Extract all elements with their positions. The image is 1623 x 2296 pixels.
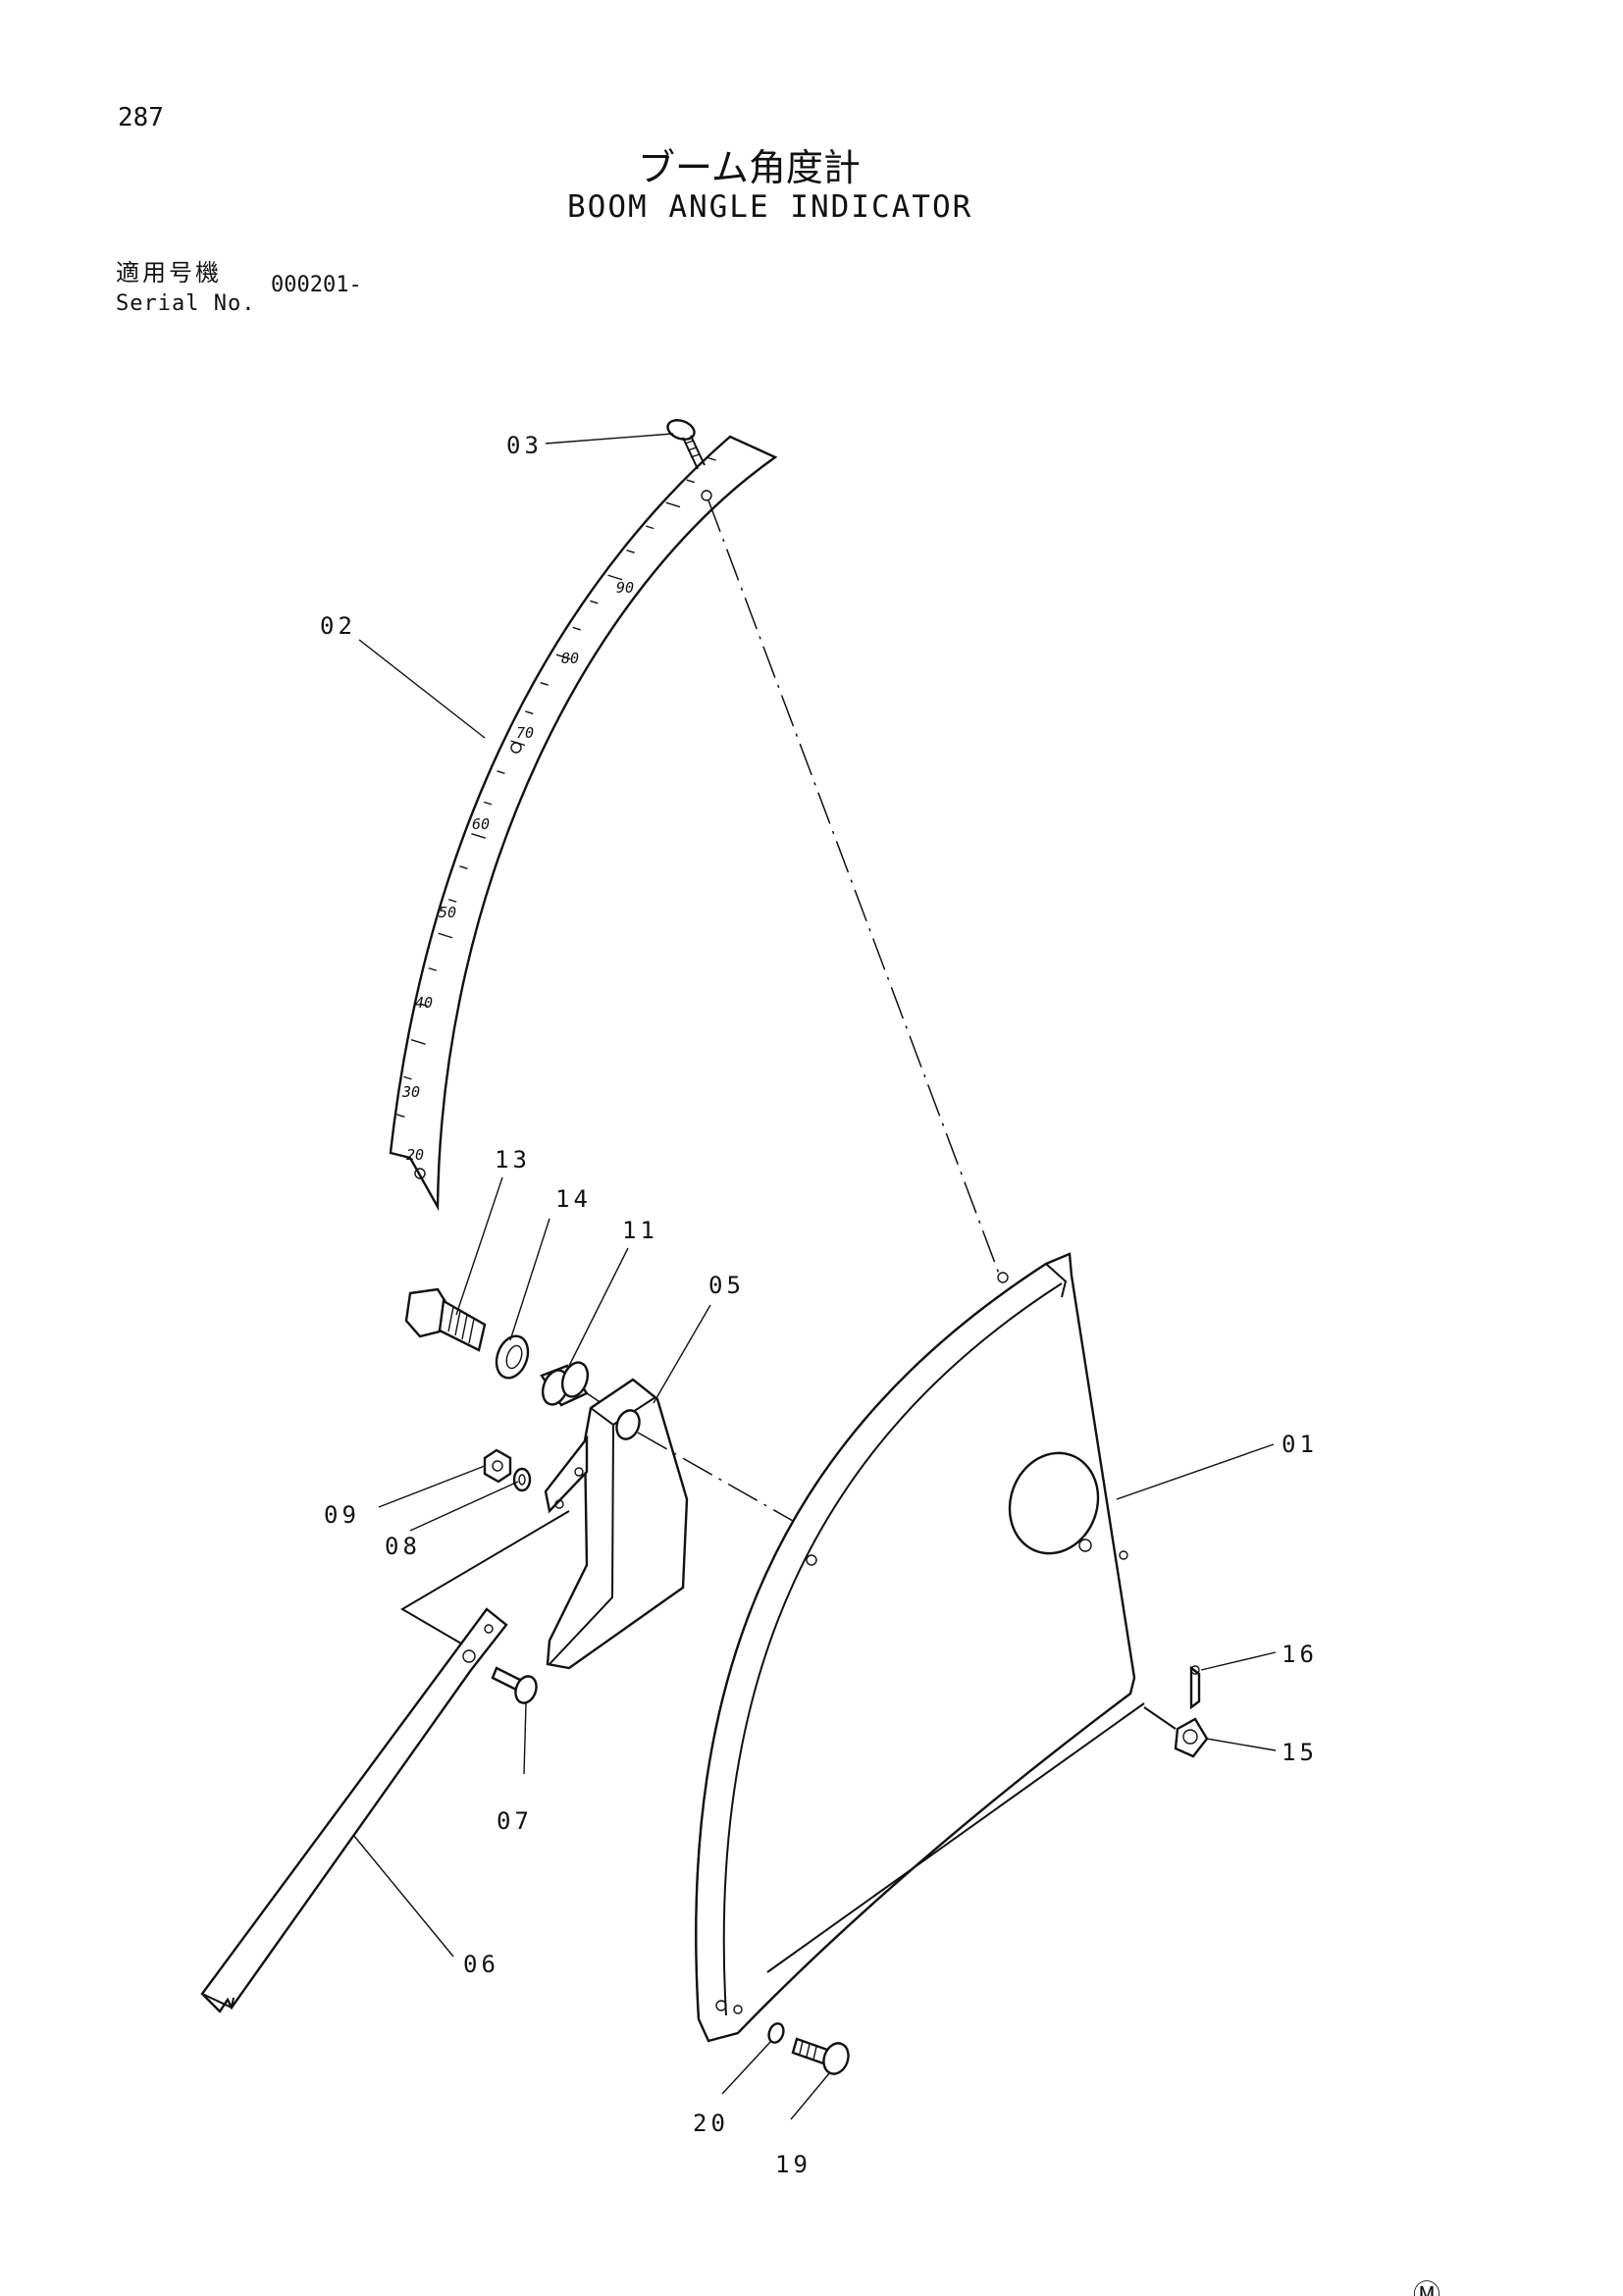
- scale-tick: [419, 1003, 428, 1007]
- part-07-bolt: [491, 1666, 538, 1704]
- scale-tick: [438, 932, 453, 939]
- plate-hole-right: [1078, 1539, 1092, 1552]
- callout-06: 06: [463, 1951, 499, 1978]
- scale-tick: [428, 966, 437, 971]
- scale-tick: [497, 770, 505, 774]
- scale-tick: [646, 525, 654, 530]
- scale-label-70: 70: [516, 724, 534, 742]
- scale-label-40: 40: [415, 994, 433, 1012]
- scale-hole-upper: [510, 742, 522, 754]
- leader-lines: [352, 433, 1277, 2120]
- scale-tick: [590, 600, 599, 604]
- scale-label-50: 50: [439, 904, 456, 921]
- scale-hole-lower: [414, 1168, 426, 1179]
- part-06-pointer: [200, 1607, 508, 2013]
- callout-07: 07: [497, 1807, 533, 1835]
- assembly-line-05: [637, 1432, 794, 1522]
- serial-label: Serial No.: [116, 291, 256, 316]
- part-09-nut: [483, 1448, 512, 1484]
- scale-tick: [471, 833, 487, 839]
- part-02-angle-scale: 90 80 70 60 50 40 30 20: [389, 435, 778, 1212]
- scale-hole-top: [701, 490, 712, 501]
- part-05-bracket: [544, 1378, 689, 1670]
- scale-label-20: 20: [406, 1146, 424, 1164]
- scale-label-80: 80: [561, 650, 579, 667]
- callout-13: 13: [495, 1146, 531, 1174]
- callout-05: 05: [708, 1272, 745, 1299]
- page-number: 287: [118, 103, 164, 132]
- part-19-bolt: [766, 1702, 1145, 2075]
- page-title-japanese: ブーム角度計: [638, 146, 861, 189]
- callout-11: 11: [622, 1217, 658, 1244]
- serial-number-value: 000201-: [271, 273, 362, 297]
- scale-tick: [459, 865, 468, 869]
- scale-tick: [525, 710, 534, 715]
- part-14-washer: [495, 1334, 530, 1380]
- scale-tick: [665, 501, 681, 508]
- serial-label-japanese: 適用号機: [116, 259, 222, 287]
- scale-tick: [607, 574, 623, 581]
- plate-hole-bottom-small: [733, 2005, 743, 2014]
- part-15-knob: [1143, 1706, 1209, 1758]
- page-title: BOOM ANGLE INDICATOR: [567, 189, 973, 225]
- plate-hole-right-small: [1119, 1550, 1128, 1560]
- callout-15: 15: [1282, 1739, 1318, 1766]
- callout-03: 03: [506, 432, 543, 459]
- part-03-screw: [666, 419, 706, 470]
- callout-19: 19: [775, 2151, 812, 2178]
- plate-hole-top: [997, 1272, 1009, 1283]
- part-08-lock-washer: [512, 1467, 532, 1492]
- scale-tick: [447, 898, 457, 903]
- callout-01: 01: [1282, 1431, 1318, 1458]
- callout-02: 02: [320, 612, 356, 640]
- manufacturer-mark: Ⓜ: [1413, 2278, 1440, 2296]
- scale-tick: [555, 653, 571, 660]
- assembly-line-06: [400, 1510, 570, 1651]
- scale-tick: [403, 1075, 412, 1080]
- scale-label-60: 60: [472, 815, 490, 833]
- scale-tick: [483, 801, 493, 806]
- plate-hole-mid: [806, 1554, 817, 1566]
- scale-tick: [396, 1114, 405, 1118]
- plate-large-hole: [1008, 1451, 1100, 1555]
- part-13-bolt: [404, 1287, 487, 1352]
- plate-hole-bottom: [715, 2000, 727, 2011]
- scale-label-30: 30: [401, 1083, 420, 1101]
- scale-tick: [626, 549, 635, 553]
- part-20-washer: [767, 2022, 785, 2044]
- scale-tick: [410, 1039, 426, 1045]
- scale-ticks: [396, 456, 716, 1118]
- scale-tick: [572, 626, 581, 631]
- callout-09: 09: [324, 1501, 360, 1529]
- part-16-pin: [1189, 1665, 1201, 1710]
- scale-tick: [686, 479, 695, 484]
- scale-label-90: 90: [616, 579, 634, 597]
- part-01-base-plate: [695, 1252, 1136, 2043]
- assembly-line-03: [707, 499, 1000, 1275]
- callout-14: 14: [555, 1185, 592, 1213]
- callout-20: 20: [693, 2110, 729, 2137]
- callout-16: 16: [1282, 1641, 1318, 1668]
- callout-08: 08: [385, 1533, 421, 1560]
- part-11-bushing: [540, 1361, 590, 1407]
- bracket-tab: [544, 1435, 589, 1514]
- scale-tick: [707, 456, 716, 461]
- scale-tick: [540, 682, 549, 686]
